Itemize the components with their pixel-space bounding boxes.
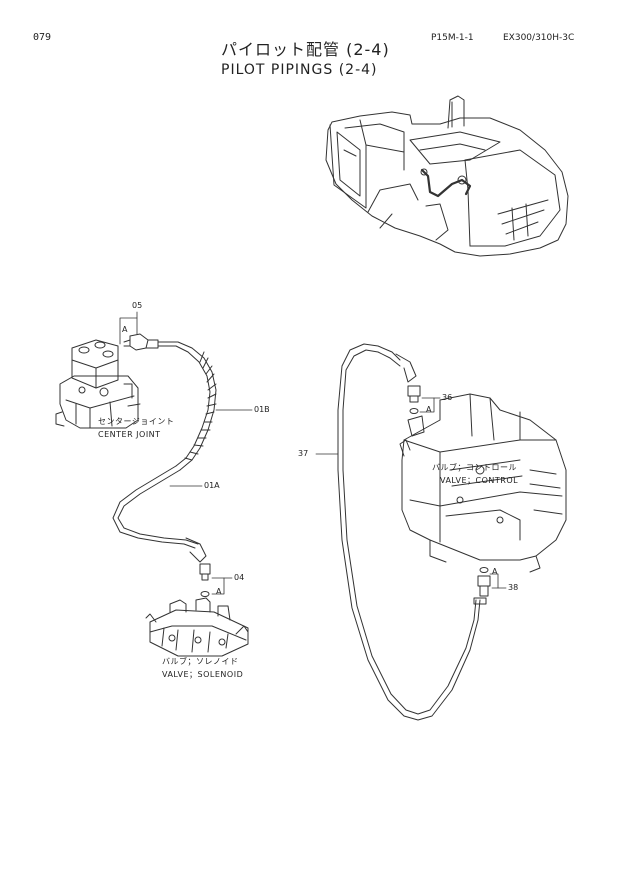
part-label-01a: 01A bbox=[204, 481, 220, 490]
fitting-36 bbox=[407, 385, 421, 414]
control-valve-caption-jp: バルブ；コントロール bbox=[432, 463, 517, 472]
excavator-overview-illustration bbox=[325, 95, 569, 257]
hose-37 bbox=[337, 343, 481, 721]
part-label-37: 37 bbox=[298, 449, 309, 458]
part-label-01b: 01B bbox=[254, 405, 270, 414]
solenoid-valve-caption-jp: バルブ；ソレノイド bbox=[162, 657, 239, 666]
center-joint-illustration bbox=[55, 339, 141, 429]
hose-01a bbox=[112, 465, 207, 563]
section-mark-a: A bbox=[492, 567, 498, 576]
part-label-36: 36 bbox=[442, 393, 453, 402]
document-code: P15M-1-1 bbox=[431, 33, 474, 43]
fitting-38 bbox=[473, 567, 491, 605]
solenoid-valve-caption-en: VALVE；SOLENOID bbox=[162, 670, 244, 679]
title-japanese: パイロット配管 (2-4) bbox=[221, 40, 390, 59]
elbow-fitting-05 bbox=[123, 333, 159, 351]
title-english: PILOT PIPINGS (2-4) bbox=[221, 62, 378, 78]
solenoid-valve-illustration bbox=[145, 597, 249, 657]
section-mark-a: A bbox=[216, 587, 222, 596]
section-mark-a: A bbox=[426, 405, 432, 414]
center-joint-caption-en: CENTER JOINT bbox=[98, 430, 161, 439]
part-label-38: 38 bbox=[508, 583, 519, 592]
model-number: EX300/310H-3C bbox=[503, 33, 575, 43]
part-label-04: 04 bbox=[234, 573, 245, 582]
control-valve-illustration bbox=[399, 393, 567, 573]
part-label-05: 05 bbox=[132, 301, 143, 310]
control-valve-caption-en: VALVE；CONTROL bbox=[440, 476, 519, 485]
fitting-04 bbox=[199, 563, 211, 597]
page-number: 079 bbox=[33, 32, 52, 43]
leader-lines bbox=[119, 311, 507, 595]
center-joint-caption-jp: センタージョイント bbox=[98, 417, 175, 426]
hose-01b bbox=[157, 341, 217, 471]
section-mark-a: A bbox=[122, 325, 128, 334]
